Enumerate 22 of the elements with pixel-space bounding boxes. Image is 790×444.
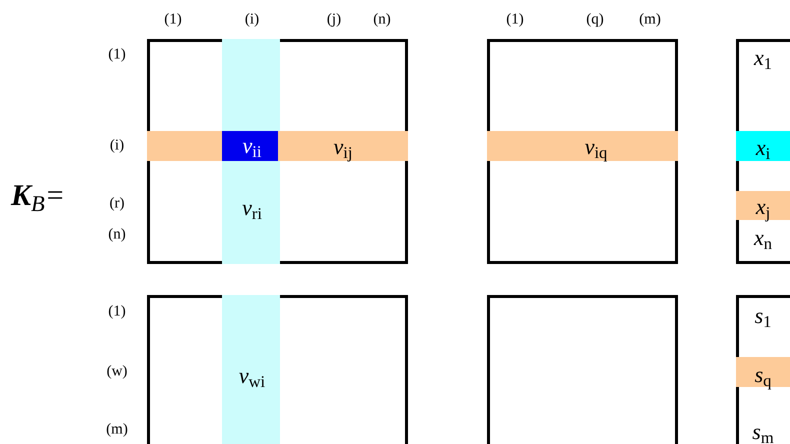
index-label: (r) [110,196,124,212]
matrix-entry: s$_{1}$ [754,305,772,327]
index-label: (1) [108,304,126,320]
matrix-entry: v$_{ri}$ [242,197,262,219]
matrix-box [147,295,408,444]
matrix-entry: x$_{1}$ [754,47,772,69]
matrix-entry: x$_{i}$ [756,137,770,159]
matrix-symbol: K$_{B}$= [11,181,65,211]
matrix-entry: v$_{ii}$ [242,135,262,157]
index-label: (i) [110,138,124,154]
matrix-box [736,39,790,264]
index-label: (1) [108,48,126,62]
matrix-entry: x$_{n}$ [754,227,772,249]
index-label: (w) [106,364,128,380]
matrix-entry: v$_{wi}$ [238,365,266,387]
matrix-box [487,39,678,264]
matrix-box [147,39,408,264]
matrix-entry: s$_{m}$ [752,421,774,443]
matrix-box [736,295,790,444]
matrix-box [487,295,678,444]
index-label: (n) [108,228,126,242]
index-label: (m) [106,422,128,438]
